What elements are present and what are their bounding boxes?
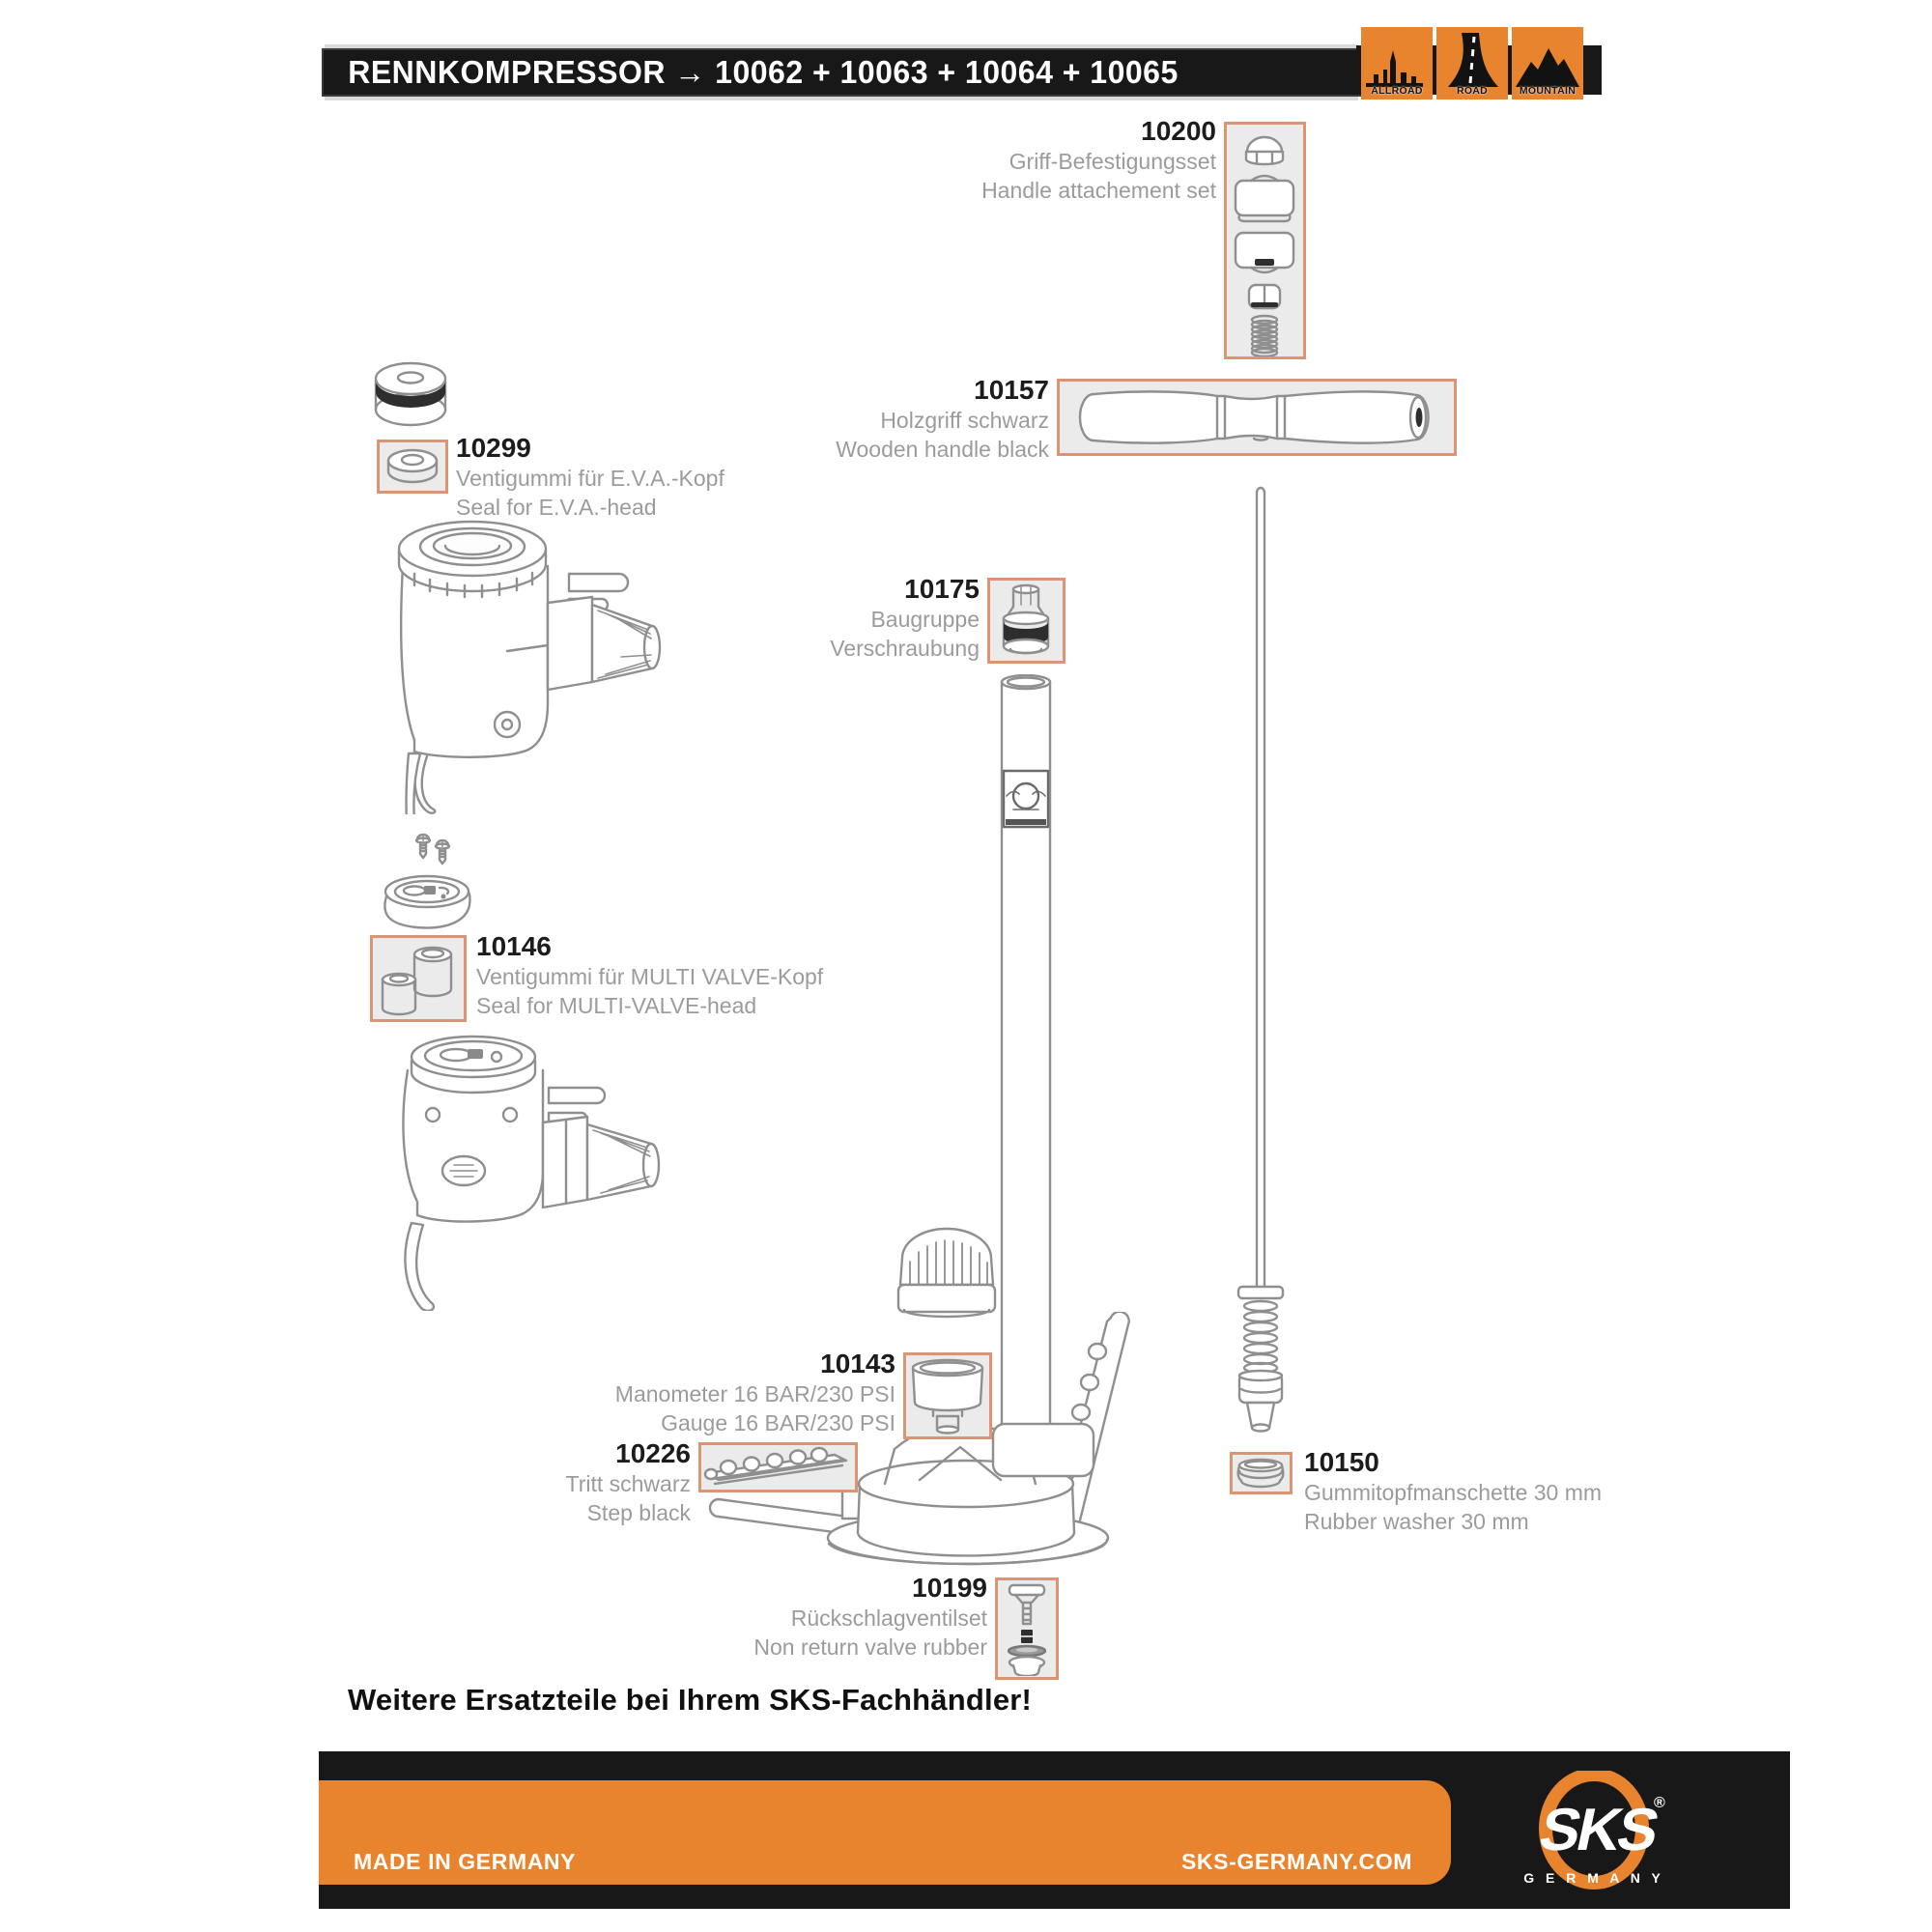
part-desc-en: Non return valve rubber xyxy=(753,1634,987,1660)
part-label-10199: 10199 Rückschlagventilset Non return val… xyxy=(639,1575,987,1660)
part-desc-en: Gauge 16 BAR/230 PSI xyxy=(661,1410,895,1435)
part-desc-en: Verschraubung xyxy=(830,636,980,661)
part-number: 10150 xyxy=(1304,1447,1379,1477)
part-desc-de: Manometer 16 BAR/230 PSI xyxy=(614,1381,895,1406)
allroad-skyline-icon xyxy=(1366,50,1423,87)
part-number: 10143 xyxy=(820,1349,895,1378)
part-box-10146 xyxy=(370,935,467,1022)
part-label-10200: 10200 Griff-Befestigungsset Handle attac… xyxy=(868,118,1216,203)
part-desc-en: Seal for MULTI-VALVE-head xyxy=(476,993,757,1018)
part-label-10157: 10157 Holzgriff schwarz Wooden handle bl… xyxy=(701,377,1049,462)
part-label-10146: 10146 Ventigummi für MULTI VALVE-Kopf Se… xyxy=(476,933,940,1018)
part-box-10199 xyxy=(995,1577,1059,1680)
made-in-germany-label: MADE IN GERMANY xyxy=(354,1849,577,1874)
pump-base-drawing xyxy=(708,1420,1110,1566)
part-desc-en: Wooden handle black xyxy=(836,437,1049,462)
sks-logo-reg: ® xyxy=(1654,1795,1665,1811)
part-desc-de: Gummitopfmanschette 30 mm xyxy=(1304,1480,1603,1505)
tile-mountain-label: MOUNTAIN xyxy=(1519,85,1577,97)
part-desc-en: Rubber washer 30 mm xyxy=(1304,1509,1529,1534)
part-number: 10200 xyxy=(1141,116,1216,146)
part-desc-en: Handle attachement set xyxy=(981,178,1216,203)
part-desc-en: Seal for E.V.A.-head xyxy=(456,495,657,520)
part-number: 10199 xyxy=(912,1573,987,1603)
part-desc-de: Holzgriff schwarz xyxy=(880,408,1049,433)
part-desc-de: Ventigummi für E.V.A.-Kopf xyxy=(456,466,724,491)
part-box-10226 xyxy=(698,1442,858,1492)
part-number: 10226 xyxy=(615,1438,691,1468)
part-number: 10175 xyxy=(904,574,980,604)
eva-seal-drawing xyxy=(386,448,439,484)
part-box-10150 xyxy=(1230,1452,1293,1494)
part-box-10157 xyxy=(1057,379,1457,456)
rubber-washer-drawing xyxy=(1236,1458,1285,1489)
eva-pump-head-drawing xyxy=(397,520,662,814)
mountain-icon xyxy=(1516,48,1579,87)
sks-logo-text: SKS xyxy=(1534,1797,1663,1863)
part-number: 10146 xyxy=(476,931,552,961)
multivalve-pump-head-drawing xyxy=(402,1035,661,1311)
head-cap-drawing xyxy=(384,874,471,929)
wooden-handle-drawing xyxy=(1078,390,1430,444)
part-number: 10299 xyxy=(456,433,531,463)
tile-mountain: MOUNTAIN xyxy=(1512,27,1583,99)
tile-road: ROAD xyxy=(1436,27,1508,99)
pump-tube-drawing xyxy=(1000,674,1052,1449)
sks-logo: SKS ® G E R M A N Y xyxy=(1523,1771,1665,1889)
header-bar: RENNKOMPRESSOR → 10062 + 10063 + 10064 +… xyxy=(322,48,1361,97)
screws-drawing xyxy=(414,833,451,866)
gauge-drawing xyxy=(911,1358,984,1435)
part-desc-en: Step black xyxy=(586,1500,691,1525)
step-drawing xyxy=(703,1446,848,1486)
dealer-note: Weitere Ersatzteile bei Ihrem SKS-Fachhä… xyxy=(348,1683,1033,1717)
part-desc-de: Tritt schwarz xyxy=(565,1471,692,1496)
road-icon xyxy=(1448,33,1498,87)
part-box-10143 xyxy=(903,1352,992,1439)
tile-allroad: ALLROAD xyxy=(1361,27,1433,99)
plunger-rod-drawing xyxy=(1236,486,1285,1433)
website-label: SKS-GERMANY.COM xyxy=(1180,1849,1412,1874)
washer-drawing xyxy=(374,361,447,427)
part-box-10200 xyxy=(1224,122,1306,359)
part-label-10226: 10226 Tritt schwarz Step black xyxy=(343,1438,692,1525)
knurled-cap-drawing xyxy=(896,1227,997,1319)
non-return-valve-drawing xyxy=(1007,1583,1047,1676)
page-title: RENNKOMPRESSOR → 10062 + 10063 + 10064 +… xyxy=(348,54,1179,90)
part-desc-de: Ventigummi für MULTI VALVE-Kopf xyxy=(476,964,824,989)
multivalve-seals-drawing xyxy=(381,946,453,1016)
tile-allroad-label: ALLROAD xyxy=(1371,85,1423,97)
footer-bar: MADE IN GERMANY SKS-GERMANY.COM SKS ® G … xyxy=(319,1751,1790,1909)
part-label-10143: 10143 Manometer 16 BAR/230 PSI Gauge 16 … xyxy=(548,1350,895,1435)
part-box-10299 xyxy=(377,440,448,494)
part-number: 10157 xyxy=(974,375,1049,405)
part-label-10175: 10175 Baugruppe Verschraubung xyxy=(632,576,980,661)
part-label-10299: 10299 Ventigummi für E.V.A.-Kopf Seal fo… xyxy=(456,435,862,520)
handle-attachment-set-drawing xyxy=(1234,135,1295,356)
sks-logo-germany: G E R M A N Y xyxy=(1523,1870,1664,1886)
part-desc-de: Baugruppe xyxy=(870,607,980,632)
part-box-10175 xyxy=(987,578,1065,664)
tile-road-label: ROAD xyxy=(1456,85,1489,97)
part-label-10150: 10150 Gummitopfmanschette 30 mm Rubber w… xyxy=(1304,1449,1710,1534)
footer-orange-panel: MADE IN GERMANY SKS-GERMANY.COM xyxy=(319,1780,1451,1885)
screw-fitting-drawing xyxy=(1002,583,1050,655)
part-desc-de: Rückschlagventilset xyxy=(790,1605,987,1631)
part-desc-de: Griff-Befestigungsset xyxy=(1009,149,1216,174)
